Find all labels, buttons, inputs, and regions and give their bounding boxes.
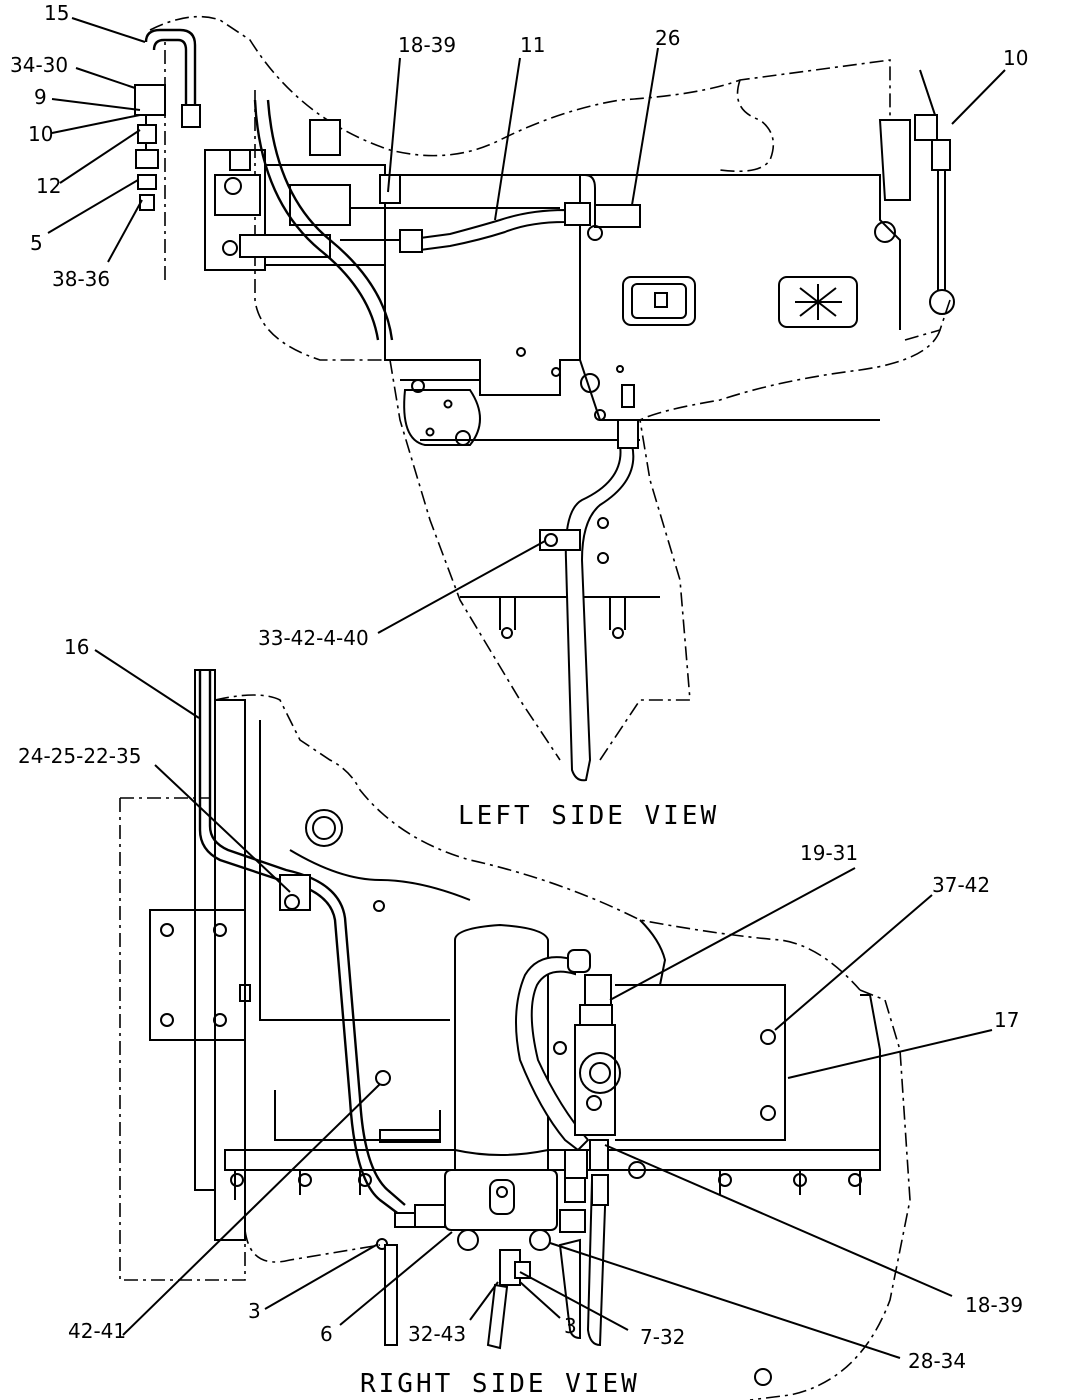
right-side-view-title: RIGHT SIDE VIEW xyxy=(360,1369,640,1399)
callout-32-43: 32-43 xyxy=(408,1322,466,1346)
callout-3-right: 3 xyxy=(564,1314,577,1338)
callout-33-42-4-40: 33-42-4-40 xyxy=(258,626,369,650)
right-side-view-drawing xyxy=(119,669,911,1400)
callout-3-left: 3 xyxy=(248,1299,261,1323)
callout-18-39-top: 18-39 xyxy=(398,33,456,57)
callout-5: 5 xyxy=(30,231,43,255)
callout-12: 12 xyxy=(36,174,61,198)
callout-17: 17 xyxy=(994,1008,1019,1032)
callout-6: 6 xyxy=(320,1322,333,1346)
callout-16: 16 xyxy=(64,635,89,659)
callout-7-32: 7-32 xyxy=(640,1325,685,1349)
callout-9: 9 xyxy=(34,85,47,109)
callout-10-left: 10 xyxy=(28,122,53,146)
callout-37-42: 37-42 xyxy=(932,873,990,897)
callout-38-36: 38-36 xyxy=(52,267,110,291)
callout-19-31: 19-31 xyxy=(800,841,858,865)
callout-42-41: 42-41 xyxy=(68,1319,126,1343)
callout-24-25-22-35: 24-25-22-35 xyxy=(18,744,141,768)
left-side-view-drawing xyxy=(134,15,955,782)
callout-28-34: 28-34 xyxy=(908,1349,966,1373)
callout-26: 26 xyxy=(655,26,680,50)
leader-lines xyxy=(47,17,1006,1359)
callout-labels: 15 34-30 9 10 12 5 38-36 18-39 11 26 10 … xyxy=(10,1,1028,1373)
callout-34-30: 34-30 xyxy=(10,53,68,77)
callout-18-39-bottom: 18-39 xyxy=(965,1293,1023,1317)
callout-11: 11 xyxy=(520,33,545,57)
callout-15: 15 xyxy=(44,1,69,25)
callout-10-right: 10 xyxy=(1003,46,1028,70)
left-side-view-title: LEFT SIDE VIEW xyxy=(458,801,719,831)
